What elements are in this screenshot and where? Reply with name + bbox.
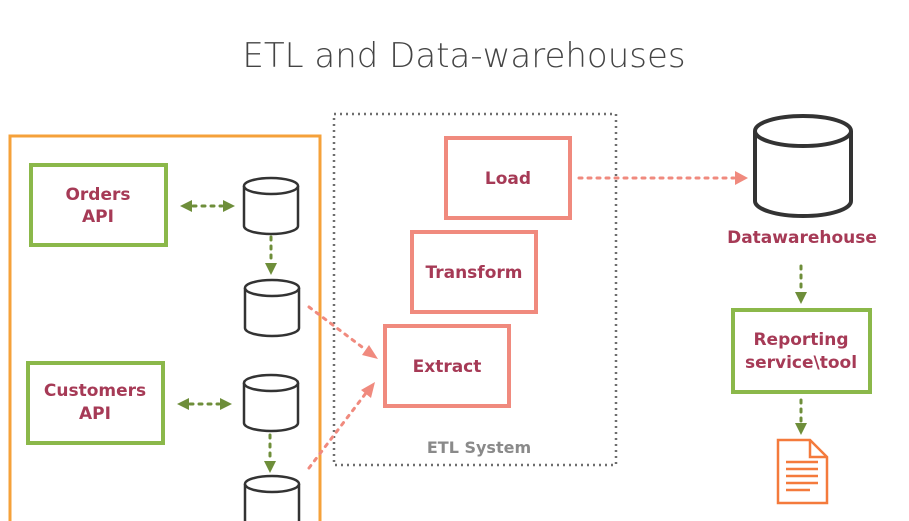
etl-system-label: ETL System	[427, 438, 531, 457]
orders-db-down-arrow	[265, 235, 277, 275]
orders-api-box	[29, 163, 168, 247]
reporting-to-report-arrow	[795, 398, 807, 435]
svg-text:Reporting: Reporting	[753, 330, 848, 350]
load-step-label: Load	[485, 169, 531, 189]
transform-step-label: Transform	[426, 263, 523, 283]
datawarehouse-db-icon	[753, 114, 853, 218]
orders-api-label-line2: API	[82, 207, 114, 227]
datawarehouse-label: Datawarehouse	[727, 228, 877, 248]
orders-db-icon	[242, 176, 300, 236]
load-step-box	[444, 136, 572, 220]
reporting-service-label: Reporting	[753, 330, 848, 350]
svg-text:Customers: Customers	[44, 381, 146, 401]
page-title: ETL and Data-warehouses	[242, 36, 685, 76]
load-to-datawarehouse-arrow	[577, 171, 748, 185]
customers-db-icon	[242, 373, 300, 433]
customers-api-label-line2: API	[79, 404, 111, 424]
reporting-service-label-line2: service\tool	[745, 353, 857, 373]
svg-text:service\tool: service\tool	[745, 353, 857, 373]
customers-api-box	[26, 361, 165, 445]
svg-text:API: API	[79, 404, 111, 424]
orders-staging-db-icon	[243, 278, 301, 338]
etl-system-frame	[332, 112, 618, 467]
document-icon	[776, 438, 829, 505]
reporting-service-box	[731, 308, 872, 394]
transform-step-box	[410, 230, 538, 314]
extract-step-label: Extract	[413, 357, 482, 377]
orders-api-db-arrow	[180, 200, 235, 212]
orders-to-extract-arrow	[307, 305, 378, 359]
customers-api-label: Customers	[44, 381, 146, 401]
datawarehouse-to-reporting-arrow	[795, 264, 807, 304]
orders-api-label: Orders	[65, 185, 130, 205]
svg-text:API: API	[82, 207, 114, 227]
customers-staging-db-icon	[243, 474, 301, 521]
customers-to-extract-arrow	[307, 382, 375, 470]
source-systems-group	[8, 134, 322, 521]
customers-api-db-arrow	[177, 398, 232, 410]
customers-db-down-arrow	[264, 433, 276, 473]
extract-step-box	[383, 324, 511, 408]
svg-text:Orders: Orders	[65, 185, 130, 205]
